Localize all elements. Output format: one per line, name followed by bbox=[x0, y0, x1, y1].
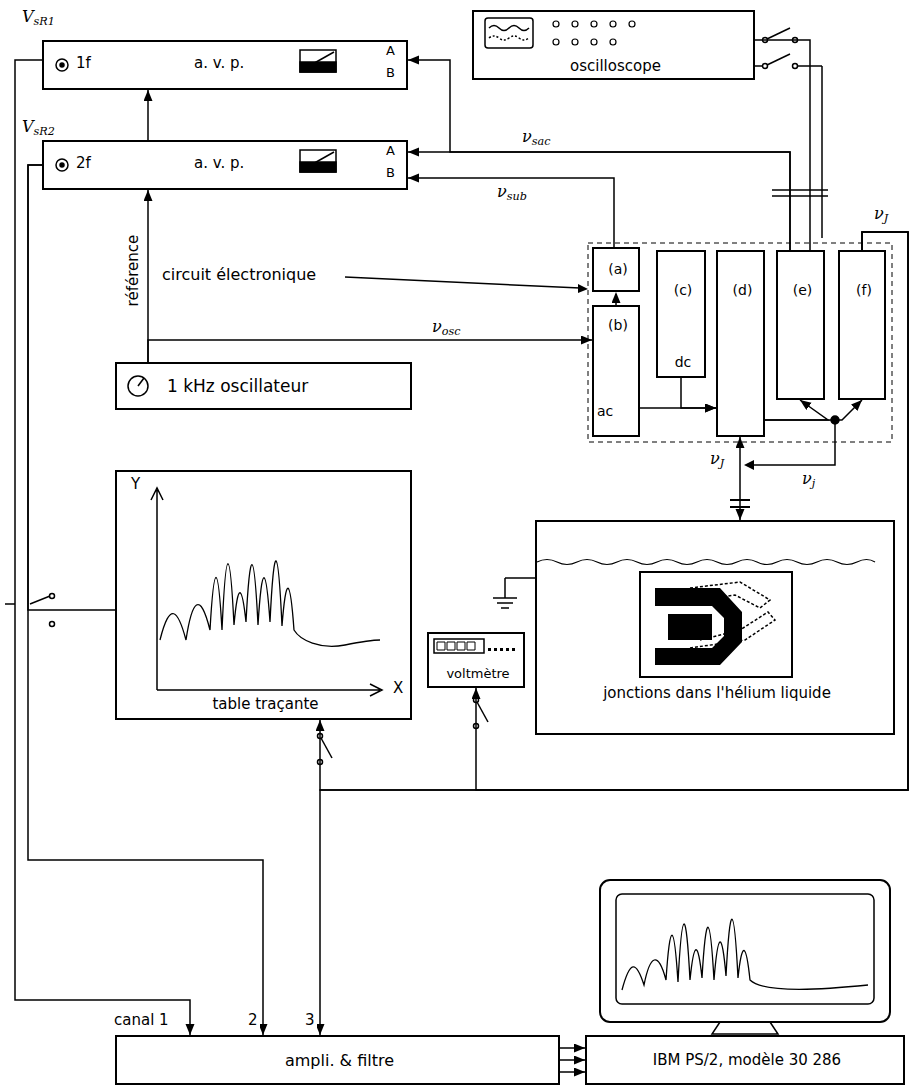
signal-connector bbox=[320, 232, 908, 1035]
connector-line bbox=[148, 340, 592, 362]
device-box: (f) bbox=[838, 250, 886, 400]
signal-connector bbox=[148, 340, 592, 362]
part-label: (e) bbox=[778, 282, 827, 298]
signal-connector bbox=[28, 165, 115, 610]
device-name: jonctions dans l'hélium liquide bbox=[597, 685, 837, 702]
part-label: (b) bbox=[594, 317, 642, 333]
device-box: ampli. & filtre bbox=[115, 1035, 560, 1085]
device-name: oscilloscope bbox=[474, 58, 757, 75]
device-box: jonctions dans l'hélium liquide bbox=[535, 520, 895, 735]
part-label: (c) bbox=[658, 282, 708, 298]
device-name: IBM PS/2, modèle 30 286 bbox=[587, 1052, 907, 1069]
device-box: 2f a. v. p. AB bbox=[42, 140, 408, 190]
device-name: a. v. p. bbox=[194, 155, 244, 172]
device-name: table traçante bbox=[117, 696, 414, 713]
input-label: A bbox=[386, 144, 395, 159]
connector-line bbox=[320, 232, 908, 1035]
signal-label: VsR1 bbox=[20, 8, 57, 29]
connector-line bbox=[147, 190, 149, 362]
device-box: table traçante Y X bbox=[115, 470, 412, 720]
signal-label: ac bbox=[597, 403, 613, 419]
device-name: ampli. & filtre bbox=[117, 1052, 562, 1070]
signal-connector bbox=[15, 60, 190, 1035]
signal-connector bbox=[408, 152, 790, 250]
signal-connector bbox=[616, 292, 617, 305]
signal-label: dc bbox=[658, 354, 708, 370]
signal-label: νj bbox=[800, 470, 817, 491]
unit-label: 2f bbox=[76, 155, 91, 172]
signal-label: VsR2 bbox=[20, 118, 57, 139]
device-box: 1f a. v. p. AB bbox=[42, 40, 408, 90]
signal-connector bbox=[28, 165, 263, 1035]
signal-connector bbox=[148, 190, 149, 362]
device-box: IBM PS/2, modèle 30 286 bbox=[585, 1035, 905, 1085]
device-box: voltmètre bbox=[427, 632, 525, 688]
axis-label: X bbox=[393, 680, 403, 697]
connector-line bbox=[28, 165, 115, 610]
signal-label: νosc bbox=[430, 318, 462, 339]
connector-line bbox=[408, 152, 790, 250]
connector-line bbox=[615, 292, 617, 305]
connector-line bbox=[147, 90, 149, 140]
signal-label: νsac bbox=[520, 128, 552, 149]
device-box: 1 kHz oscillateur bbox=[115, 362, 412, 410]
signal-connector bbox=[765, 400, 828, 420]
connector-line bbox=[765, 400, 862, 420]
signal-connector bbox=[476, 232, 908, 790]
device-box: (a) bbox=[592, 247, 640, 292]
device-box: (b) ac bbox=[592, 305, 640, 437]
device-name: voltmètre bbox=[429, 667, 527, 682]
signal-connector bbox=[740, 437, 741, 520]
input-label: A bbox=[386, 44, 395, 59]
channel-label: canal 1 bbox=[112, 1012, 171, 1029]
signal-connector bbox=[560, 1048, 585, 1072]
device-name: a. v. p. bbox=[194, 55, 244, 72]
signal-connector bbox=[681, 378, 716, 408]
connector-line bbox=[408, 178, 614, 247]
connector-line bbox=[560, 1059, 585, 1061]
connector-line bbox=[765, 400, 828, 420]
part-label: (d) bbox=[718, 282, 767, 298]
annotation: circuit électronique bbox=[160, 266, 318, 284]
signal-label: νsub bbox=[495, 183, 529, 204]
axis-label: Y bbox=[131, 476, 140, 493]
connector-line bbox=[755, 40, 810, 250]
device-box: (c) dc bbox=[656, 250, 706, 378]
device-box: oscilloscope bbox=[472, 10, 755, 80]
signal-connector bbox=[408, 60, 790, 250]
input-label: B bbox=[386, 166, 395, 181]
connector-line bbox=[476, 232, 908, 790]
connector-line bbox=[28, 165, 263, 1035]
signal-connector bbox=[408, 178, 614, 247]
signal-label: νJ bbox=[708, 450, 726, 471]
device-box: (d) bbox=[716, 250, 765, 437]
signal-label: référence bbox=[125, 233, 142, 309]
signal-label: νJ bbox=[872, 205, 890, 226]
connector-line bbox=[560, 1071, 585, 1073]
connector-line bbox=[320, 232, 908, 790]
signal-connector bbox=[765, 400, 862, 420]
connector-line bbox=[739, 437, 741, 520]
channel-label: 2 bbox=[246, 1012, 260, 1029]
part-label: (f) bbox=[840, 282, 888, 298]
device-name: 1 kHz oscillateur bbox=[167, 377, 308, 397]
connector-line bbox=[681, 378, 716, 408]
device-box: (e) bbox=[776, 250, 825, 400]
signal-connector bbox=[755, 40, 810, 250]
signal-connector bbox=[148, 90, 149, 140]
signal-connector bbox=[320, 232, 908, 790]
connector-line bbox=[15, 60, 190, 1035]
connector-line bbox=[560, 1047, 585, 1049]
channel-label: 3 bbox=[303, 1012, 317, 1029]
part-label: (a) bbox=[594, 261, 642, 277]
input-label: B bbox=[386, 66, 395, 81]
connector-line bbox=[408, 60, 790, 250]
unit-label: 1f bbox=[76, 55, 91, 72]
